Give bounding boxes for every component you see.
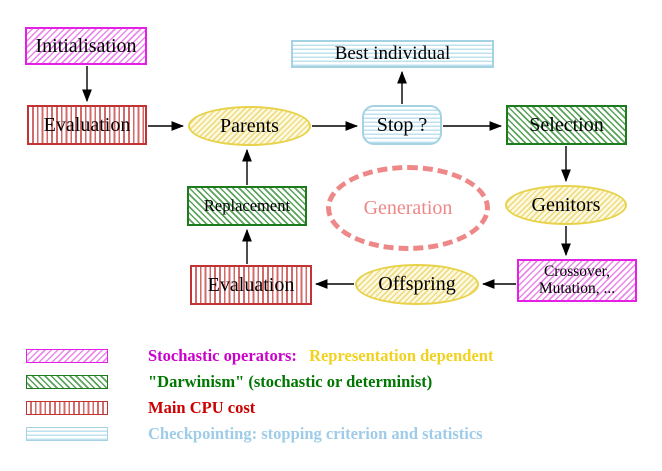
node-best-individual: Best individual [291, 40, 494, 68]
cyan-stripes-swatch [26, 427, 108, 441]
node-generation-cycle: Generation [326, 165, 490, 251]
node-replacement: Replacement [187, 186, 307, 226]
legend-label: Checkpointing: stopping criterion and st… [148, 424, 483, 443]
legend-row-checkpointing: Checkpointing: stopping criterion and st… [26, 424, 483, 444]
node-initialisation: Initialisation [25, 27, 147, 65]
legend-row-cpu-cost: Main CPU cost [26, 398, 255, 418]
legend-label-stochastic: Stochastic operators: [148, 346, 297, 365]
node-label: Evaluation [207, 273, 295, 296]
node-label-line2: Mutation, ... [538, 279, 616, 297]
legend-label: "Darwinism" (stochastic or determinist) [148, 372, 433, 391]
legend-row-stochastic-operators: Stochastic operators: Representation dep… [26, 346, 493, 366]
node-label-line1: Crossover, [543, 263, 611, 281]
node-label: Selection [529, 113, 604, 136]
node-label: Replacement [203, 196, 291, 216]
node-label: Offspring [378, 273, 456, 295]
legend-label: Stochastic operators: Representation dep… [148, 346, 493, 366]
magenta-hatch-swatch [26, 349, 108, 363]
legend-label: Main CPU cost [148, 398, 256, 417]
node-selection: Selection [506, 105, 627, 145]
node-label: Initialisation [35, 34, 137, 57]
node-label: Parents [220, 114, 279, 137]
node-evaluation-bottom: Evaluation [190, 265, 312, 305]
node-offspring: Offspring [355, 264, 479, 305]
node-label: Generation [363, 196, 453, 219]
red-stripes-swatch [26, 401, 108, 415]
node-label: Genitors [531, 193, 601, 216]
node-parents: Parents [188, 106, 311, 146]
node-crossover-mutation: Crossover, Mutation, ... [517, 259, 637, 302]
node-label: Best individual [334, 43, 451, 65]
green-hatch-swatch [26, 375, 108, 389]
node-evaluation-top: Evaluation [27, 105, 147, 145]
node-stop: Stop ? [362, 105, 442, 145]
node-label: Evaluation [43, 113, 131, 136]
legend-label-representation: Representation dependent [309, 346, 494, 365]
node-genitors: Genitors [505, 185, 627, 225]
legend-row-darwinism: "Darwinism" (stochastic or determinist) [26, 372, 432, 392]
node-label: Stop ? [376, 113, 428, 136]
